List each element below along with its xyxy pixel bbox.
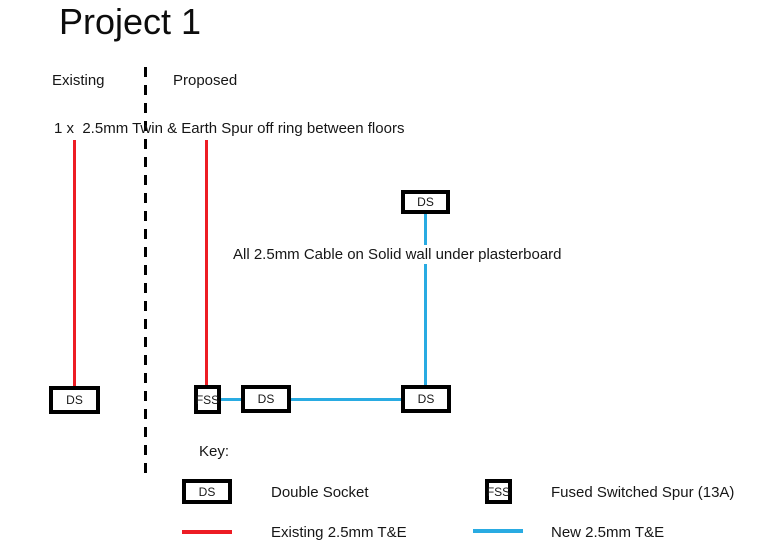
key-swatch-new-cable bbox=[473, 529, 523, 533]
socket-box-ds-existing: DS bbox=[49, 386, 100, 414]
existing-cable-line-spur bbox=[205, 140, 208, 385]
new-cable-line-fss-to-ds bbox=[221, 398, 241, 401]
socket-box-ds-bottom-right: DS bbox=[401, 385, 451, 413]
socket-box-label: DS bbox=[66, 393, 83, 407]
key-symbol-fss-text: FSS bbox=[486, 484, 511, 499]
section-divider-dashed-line bbox=[144, 67, 147, 478]
key-symbol-ds-box: DS bbox=[182, 479, 232, 504]
key-symbol-fss-box: FSS bbox=[485, 479, 512, 504]
key-swatch-existing-cable bbox=[182, 530, 232, 534]
existing-section-label: Existing bbox=[52, 72, 105, 89]
key-symbol-ds-text: DS bbox=[198, 484, 216, 499]
spur-note-text: 1 x 2.5mm Twin & Earth Spur off ring bet… bbox=[54, 120, 405, 137]
proposed-section-label: Proposed bbox=[173, 72, 238, 89]
socket-box-label: DS bbox=[417, 392, 435, 406]
socket-box-ds-top: DS bbox=[401, 190, 450, 214]
new-cable-line-vertical bbox=[424, 214, 427, 385]
new-cable-line-ds-to-ds bbox=[291, 398, 401, 401]
socket-box-label: DS bbox=[417, 195, 434, 209]
key-label-new-cable: New 2.5mm T&E bbox=[551, 524, 665, 541]
socket-box-ds-middle: DS bbox=[241, 385, 291, 413]
key-heading: Key: bbox=[199, 443, 230, 460]
socket-box-label: DS bbox=[257, 392, 275, 406]
existing-cable-line-left bbox=[73, 140, 76, 386]
key-label-double-socket: Double Socket bbox=[271, 484, 369, 501]
wall-note-text: All 2.5mm Cable on Solid wall under plas… bbox=[231, 245, 564, 264]
spur-box-label: FSS bbox=[195, 392, 220, 407]
key-label-existing-cable: Existing 2.5mm T&E bbox=[271, 524, 407, 541]
page-title: Project 1 bbox=[59, 1, 202, 42]
spur-box-fss: FSS bbox=[194, 385, 221, 414]
key-label-fused-switched-spur: Fused Switched Spur (13A) bbox=[551, 484, 735, 501]
